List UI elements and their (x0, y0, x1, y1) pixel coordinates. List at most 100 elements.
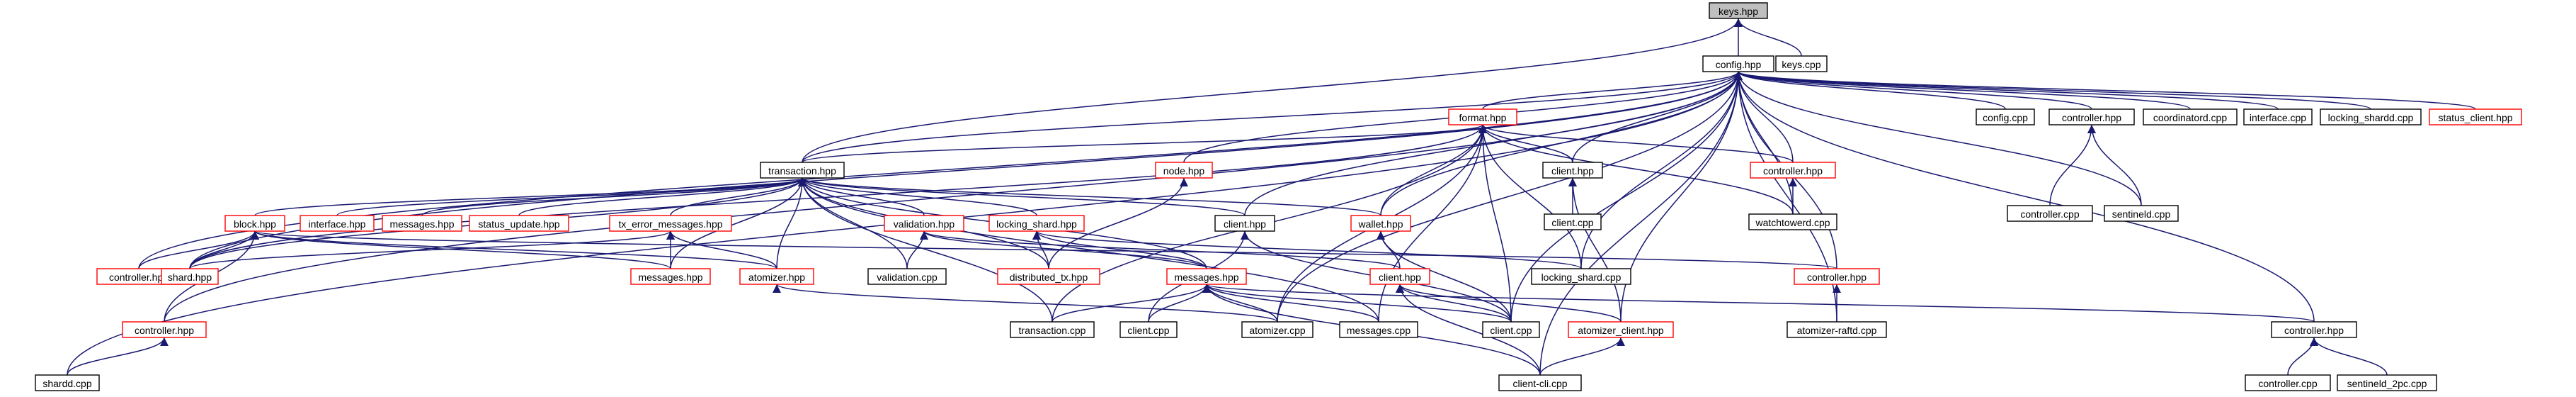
node-box[interactable] (739, 268, 814, 285)
node-box[interactable] (2048, 108, 2135, 125)
node-client-cli-cpp[interactable]: client-cli.cpp (1498, 374, 1582, 391)
node-box[interactable] (1786, 321, 1887, 338)
node-box[interactable] (1166, 268, 1247, 285)
node-label: atomizer_client.hpp (1578, 325, 1664, 336)
node-box[interactable] (1709, 2, 1768, 19)
node-shard-hpp[interactable]: shard.hpp (161, 268, 219, 285)
edge-transaction_hpp-to-format_hpp (802, 124, 1487, 163)
node-client-cpp-mid[interactable]: client.cpp (1544, 213, 1602, 230)
node-atomizer-hpp[interactable]: atomizer.hpp (739, 268, 814, 285)
node-atomizer-client-hpp[interactable]: atomizer_client.hpp (1568, 321, 1674, 338)
node-atomizer-raftd-cpp[interactable]: atomizer-raftd.cpp (1786, 321, 1887, 338)
node-controller-hpp-right[interactable]: controller.hpp (1794, 268, 1880, 285)
node-box[interactable] (1775, 55, 1828, 72)
node-box[interactable] (1339, 321, 1418, 338)
node-interface-cpp[interactable]: interface.cpp (2243, 108, 2313, 125)
node-status-update-hpp[interactable]: status_update.hpp (469, 215, 569, 232)
node-keys-cpp[interactable]: keys.cpp (1775, 55, 1828, 72)
node-box[interactable] (630, 268, 711, 285)
node-transaction-cpp[interactable]: transaction.cpp (1010, 321, 1095, 338)
node-box[interactable] (1369, 268, 1430, 285)
node-box[interactable] (122, 321, 207, 338)
node-format-hpp[interactable]: format.hpp (1448, 108, 1517, 125)
node-box[interactable] (997, 268, 1100, 285)
node-messages-hpp-top[interactable]: messages.hpp (382, 215, 462, 232)
node-wallet-hpp[interactable]: wallet.hpp (1350, 215, 1411, 232)
node-locking-shard-cpp[interactable]: locking_shard.cpp (1531, 268, 1631, 285)
node-box[interactable] (1448, 108, 1517, 125)
node-box[interactable] (224, 215, 285, 232)
node-controller-hpp-b[interactable]: controller.hpp (1750, 162, 1836, 179)
node-box[interactable] (2143, 108, 2238, 125)
node-transaction-hpp[interactable]: transaction.hpp (760, 162, 845, 179)
node-locking-shard-hpp[interactable]: locking_shard.hpp (988, 215, 1085, 232)
node-controller-cpp-top[interactable]: controller.cpp (2007, 205, 2093, 222)
node-controller-hpp-low[interactable]: controller.hpp (122, 321, 207, 338)
node-tx-error-messages-hpp[interactable]: tx_error_messages.hpp (609, 215, 732, 232)
node-box[interactable] (1794, 268, 1880, 285)
node-controller-cpp-far[interactable]: controller.cpp (2245, 374, 2331, 391)
node-box[interactable] (1350, 215, 1411, 232)
node-sentineld-cpp[interactable]: sentineld.cpp (2104, 205, 2179, 222)
node-sentineld-2pc-cpp[interactable]: sentineld_2pc.cpp (2337, 374, 2437, 391)
node-client-hpp-b[interactable]: client.hpp (1214, 215, 1275, 232)
node-interface-hpp[interactable]: interface.hpp (300, 215, 375, 232)
node-coordinatord-cpp[interactable]: coordinatord.cpp (2143, 108, 2238, 125)
node-config-cpp[interactable]: config.cpp (1976, 108, 2035, 125)
node-box[interactable] (884, 215, 964, 232)
node-messages-hpp-main[interactable]: messages.hpp (1166, 268, 1247, 285)
node-validation-cpp[interactable]: validation.cpp (867, 268, 947, 285)
node-box[interactable] (2245, 374, 2331, 391)
node-box[interactable] (1568, 321, 1674, 338)
node-box[interactable] (609, 215, 732, 232)
node-box[interactable] (35, 374, 100, 391)
node-box[interactable] (300, 215, 375, 232)
node-controller-hpp-top[interactable]: controller.hpp (2048, 108, 2135, 125)
node-client-cpp-low[interactable]: client.cpp (1119, 321, 1178, 338)
node-box[interactable] (1010, 321, 1095, 338)
node-locking-shardd-cpp[interactable]: locking_shardd.cpp (2320, 108, 2422, 125)
node-controller-hpp-far[interactable]: controller.hpp (2271, 321, 2357, 338)
node-box[interactable] (1976, 108, 2035, 125)
node-box[interactable] (2429, 108, 2522, 125)
node-box[interactable] (1544, 213, 1602, 230)
node-status-client-hpp[interactable]: status_client.hpp (2429, 108, 2522, 125)
node-box[interactable] (988, 215, 1085, 232)
node-box[interactable] (469, 215, 569, 232)
node-box[interactable] (1531, 268, 1631, 285)
node-box[interactable] (2271, 321, 2357, 338)
node-node-hpp[interactable]: node.hpp (1155, 162, 1213, 179)
node-box[interactable] (1748, 213, 1837, 230)
node-box[interactable] (1155, 162, 1213, 179)
node-atomizer-cpp[interactable]: atomizer.cpp (1241, 321, 1313, 338)
node-distributed-tx-hpp[interactable]: distributed_tx.hpp (997, 268, 1100, 285)
node-box[interactable] (382, 215, 462, 232)
node-box[interactable] (2104, 205, 2179, 222)
node-block-hpp[interactable]: block.hpp (224, 215, 285, 232)
node-box[interactable] (760, 162, 845, 179)
node-messages-cpp[interactable]: messages.cpp (1339, 321, 1418, 338)
node-box[interactable] (1214, 215, 1275, 232)
node-messages-hpp-mid[interactable]: messages.hpp (630, 268, 711, 285)
node-box[interactable] (867, 268, 947, 285)
node-box[interactable] (1498, 374, 1582, 391)
node-keys-hpp[interactable]: keys.hpp (1709, 2, 1768, 19)
node-box[interactable] (1702, 55, 1774, 72)
node-validation-hpp[interactable]: validation.hpp (884, 215, 964, 232)
node-box[interactable] (1750, 162, 1836, 179)
node-box[interactable] (1482, 321, 1540, 338)
node-box[interactable] (2007, 205, 2093, 222)
node-client-hpp-red[interactable]: client.hpp (1369, 268, 1430, 285)
node-box[interactable] (2243, 108, 2313, 125)
node-box[interactable] (1241, 321, 1313, 338)
node-shardd-cpp[interactable]: shardd.cpp (35, 374, 100, 391)
node-client-cpp-red[interactable]: client.cpp (1482, 321, 1540, 338)
node-box[interactable] (2320, 108, 2422, 125)
node-watchtowerd-cpp[interactable]: watchtowerd.cpp (1748, 213, 1837, 230)
node-config-hpp[interactable]: config.hpp (1702, 55, 1774, 72)
node-box[interactable] (1119, 321, 1178, 338)
node-client-hpp-a[interactable]: client.hpp (1542, 162, 1603, 179)
node-box[interactable] (161, 268, 219, 285)
node-box[interactable] (2337, 374, 2437, 391)
node-box[interactable] (1542, 162, 1603, 179)
